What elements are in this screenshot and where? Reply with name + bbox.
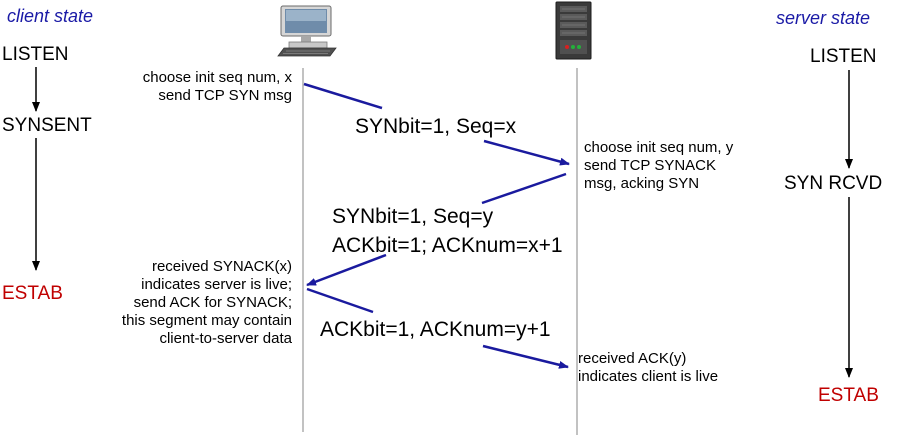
server-state-estab: ESTAB xyxy=(818,385,879,406)
client-init-note-line: send TCP SYN msg xyxy=(158,87,292,104)
client-state-estab: ESTAB xyxy=(2,283,63,304)
server-init-note-line: msg, acking SYN xyxy=(584,175,700,192)
client-synack-note-line: send ACK for SYNACK; xyxy=(133,294,292,311)
server-state-listen: LISTEN xyxy=(810,46,877,67)
server-init-note-line: send TCP SYNACK xyxy=(584,157,717,174)
desktop-computer-icon xyxy=(277,5,337,57)
client-synack-note-line: received SYNACK(x) xyxy=(151,258,292,275)
server-rack-icon xyxy=(555,1,592,60)
server-ack-note-line: received ACK(y) xyxy=(578,350,687,367)
client-state-header: client state xyxy=(7,6,94,26)
client-state-synsent: SYNSENT xyxy=(2,115,92,136)
server-ack-note-line: indicates client is live xyxy=(578,368,719,385)
synack-message-label-line2: ACKbit=1; ACKnum=x+1 xyxy=(332,234,563,257)
ack-arrow-start xyxy=(306,287,374,314)
server-state-synrcvd: SYN RCVD xyxy=(784,173,883,194)
syn-arrow-end xyxy=(483,139,570,166)
server-init-note: choose init seq num, y send TCP SYNACK m… xyxy=(584,139,733,193)
ack-arrow-end xyxy=(482,344,569,369)
server-ack-received-note: received ACK(y) indicates client is live xyxy=(578,350,718,386)
synack-message-label-line1: SYNbit=1, Seq=y xyxy=(332,205,494,228)
client-init-note: choose init seq num, x send TCP SYN msg xyxy=(143,69,292,105)
client-synack-note-line: this segment may contain xyxy=(121,312,292,329)
client-synack-note-line: client-to-server data xyxy=(159,330,292,347)
synack-arrow-start xyxy=(481,172,567,205)
server-state-header: server state xyxy=(776,8,871,28)
server-init-note-line: choose init seq num, y xyxy=(584,139,734,156)
syn-message-label: SYNbit=1, Seq=x xyxy=(355,115,517,138)
syn-arrow-start xyxy=(303,82,383,110)
client-state-listen: LISTEN xyxy=(2,44,69,65)
synack-arrow-end xyxy=(306,253,387,287)
client-synack-received-note: received SYNACK(x) indicates server is l… xyxy=(122,258,292,348)
ack-message-label: ACKbit=1, ACKnum=y+1 xyxy=(320,318,551,341)
client-init-note-line: choose init seq num, x xyxy=(142,69,292,86)
client-synack-note-line: indicates server is live; xyxy=(141,276,292,293)
